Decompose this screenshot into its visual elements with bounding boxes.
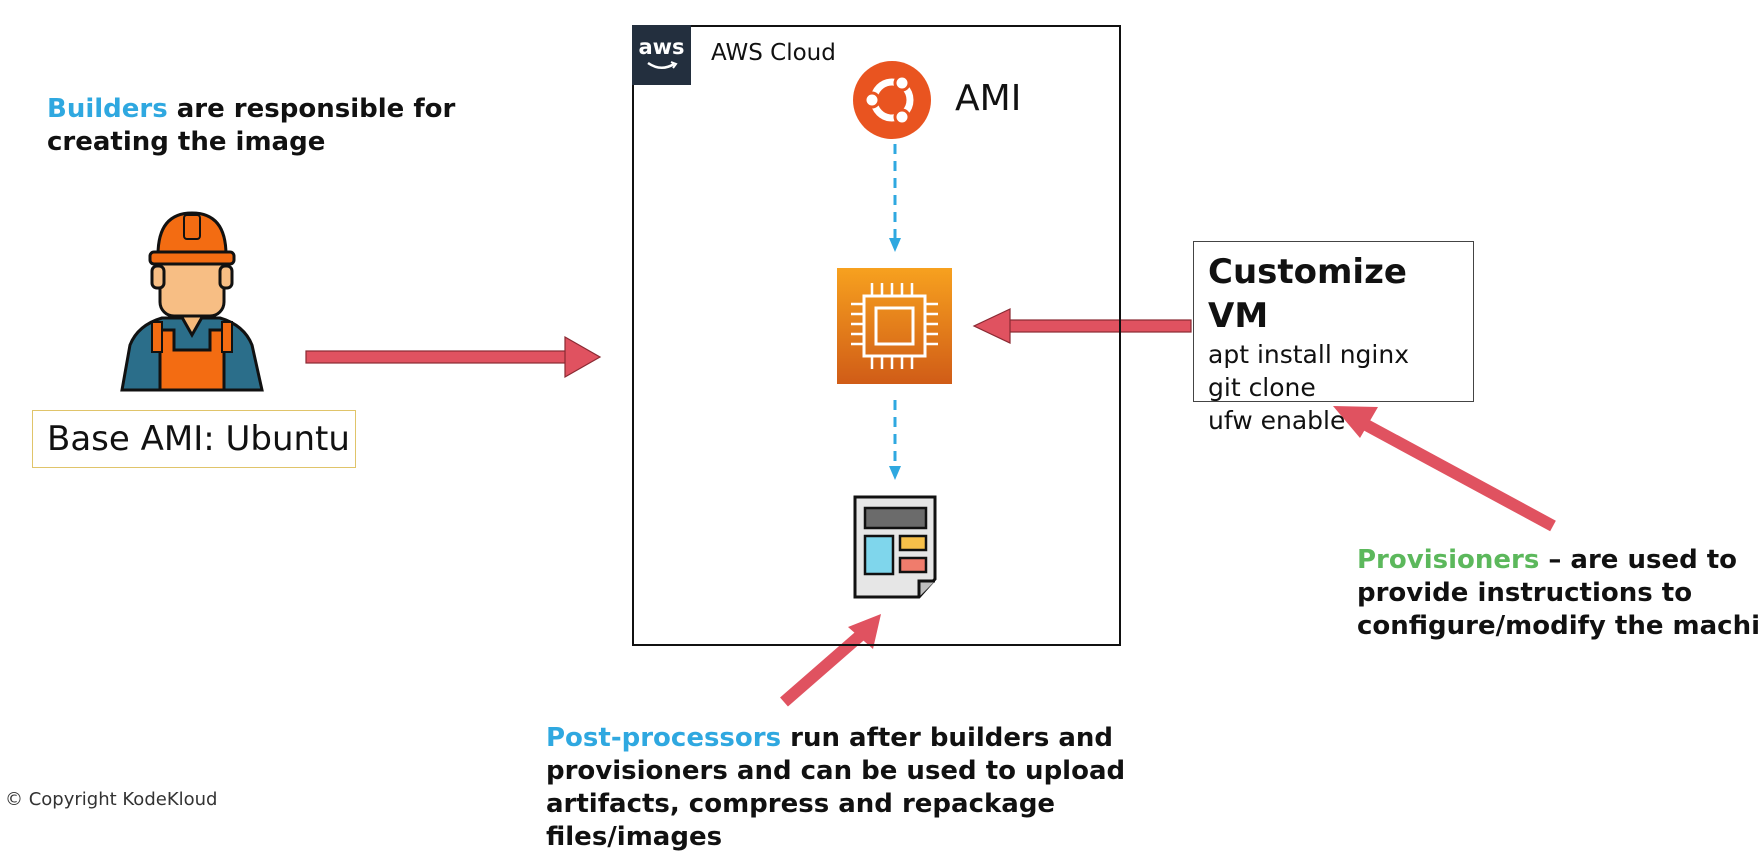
base-ami-label: Base AMI: Ubuntu — [47, 419, 350, 459]
builders-caption-line2: creating the image — [47, 127, 326, 157]
provisioners-arrow — [972, 308, 1192, 344]
post-processors-caption-line3: artifacts, compress and repackage — [546, 789, 1056, 819]
customize-vm-title: Customize VM — [1208, 252, 1407, 336]
provisioners-caption-line2: provide instructions to — [1357, 578, 1693, 608]
post-processors-caption-line1: Post-processors run after builders and — [546, 722, 1125, 755]
provisioners-caption-line3: configure/modify the machine — [1357, 611, 1762, 641]
post-processors-caption-line4: files/images — [546, 822, 723, 852]
aws-logo-icon: aws — [632, 25, 691, 85]
provisioners-caption-line1: Provisioners – are used to — [1357, 544, 1762, 577]
builders-caption: Builders are responsible for creating th… — [47, 93, 455, 159]
post-processors-line1-rest: run after builders and — [781, 723, 1114, 753]
ami-to-instance-arrow — [889, 144, 901, 252]
aws-cloud-label: AWS Cloud — [711, 40, 836, 66]
copyright-text: © Copyright KodeKloud — [5, 789, 218, 810]
customize-vm-command: git clone — [1208, 373, 1316, 402]
aws-smile-icon — [647, 61, 678, 69]
base-ami-box: Base AMI: Ubuntu — [32, 410, 356, 468]
customize-vm-command: ufw enable — [1208, 406, 1346, 435]
provisioners-line1-rest: – are used to — [1539, 545, 1738, 575]
builders-highlight: Builders — [47, 94, 168, 124]
image-document-icon — [853, 495, 937, 599]
ami-label: AMI — [955, 78, 1022, 119]
customize-vm-box: Customize VM apt install nginx git clone… — [1193, 241, 1474, 435]
aws-logo-text: aws — [638, 35, 685, 59]
customize-vm-command: apt install nginx — [1208, 340, 1410, 369]
post-processors-highlight: Post-processors — [546, 723, 782, 753]
builders-arrow — [305, 335, 602, 379]
builders-caption-line1: Builders are responsible for — [47, 93, 455, 126]
post-processors-caption-line2: provisioners and can be used to upload — [546, 756, 1126, 786]
builders-line1-rest: are responsible for — [167, 94, 456, 124]
provisioners-highlight: Provisioners — [1357, 545, 1540, 575]
provisioners-pointer-arrow — [1333, 406, 1556, 532]
ec2-chip-icon — [837, 268, 952, 384]
post-processors-caption: Post-processors run after builders and p… — [546, 722, 1125, 854]
ubuntu-logo-icon — [853, 61, 931, 139]
aws-cloud-container — [632, 25, 1121, 646]
construction-worker-icon — [120, 211, 264, 392]
provisioners-caption: Provisioners – are used to provide instr… — [1357, 544, 1762, 643]
instance-to-image-arrow — [889, 400, 901, 480]
